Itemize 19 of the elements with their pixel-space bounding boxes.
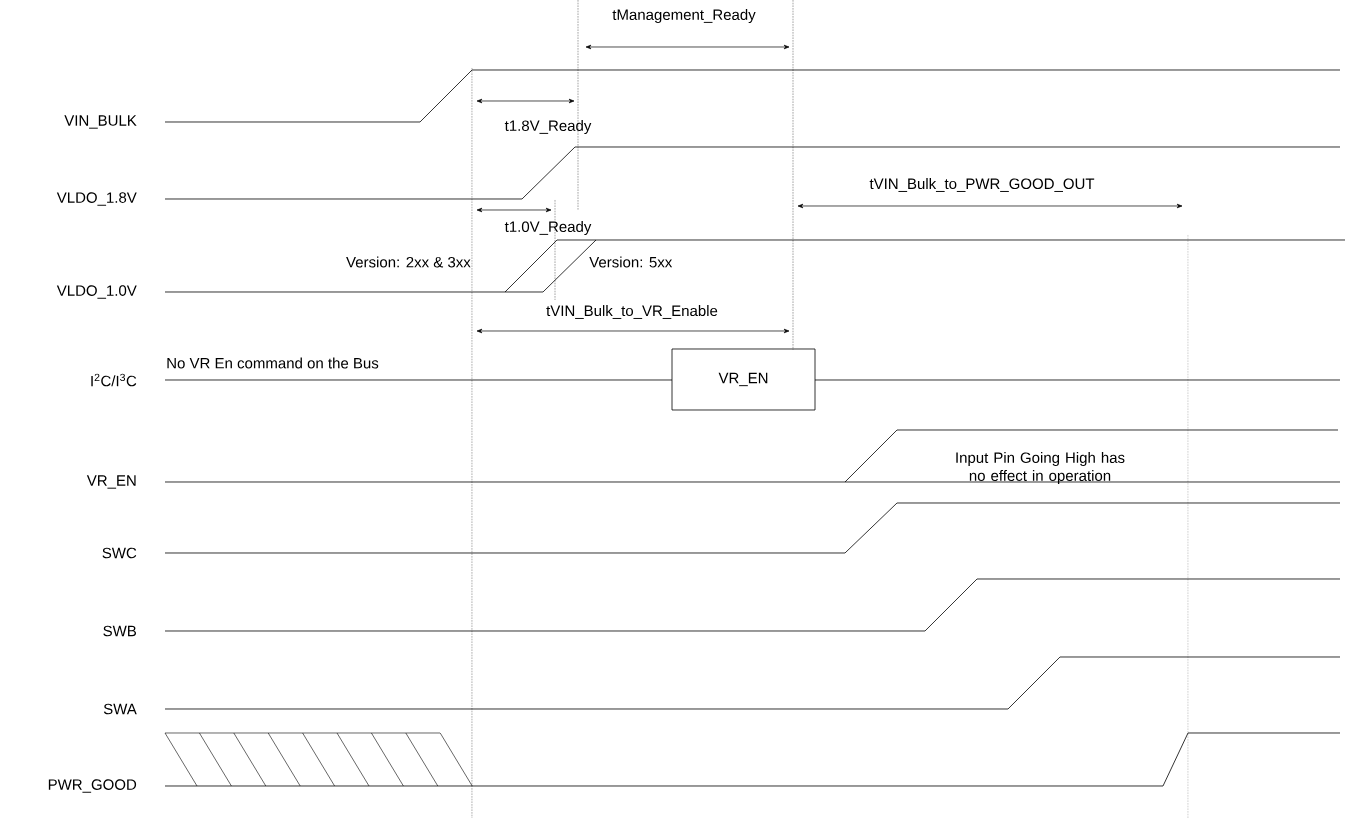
signal-label: VLDO_1.0V: [56, 285, 137, 299]
note-text: Input Pin Going High has no effect in operation: [956, 452, 1125, 484]
signal-label: VLDO_1.8V: [56, 192, 137, 206]
timing-label: tVIN_Bulk_to_VR_Enable: [546, 305, 718, 319]
signal-label: VR_EN: [86, 475, 136, 489]
signal-label: SWB: [103, 625, 136, 637]
signal-label: PWR_GOOD: [48, 779, 137, 793]
timing-label: t1.8V_Ready: [504, 120, 592, 134]
version-note: Version: 5xx: [589, 256, 673, 268]
bus-note: No VR En command on the Bus: [167, 357, 379, 369]
timing-label: tManagement_Ready: [612, 9, 756, 23]
signal-label: SWA: [103, 703, 137, 715]
signal-label: I$^{2}$C/I$^{3}$C: [91, 373, 137, 387]
timing-label: t1.0V_Ready: [504, 221, 592, 235]
signal-label: SWC: [102, 547, 137, 559]
signal-label: VIN_BULK: [64, 115, 137, 129]
command-box: VR_EN: [671, 348, 816, 411]
timing-label: tVIN_Bulk_to_PWR_GOOD_OUT: [869, 178, 1095, 192]
version-note: Version: 2xx & 3xx: [346, 256, 471, 268]
